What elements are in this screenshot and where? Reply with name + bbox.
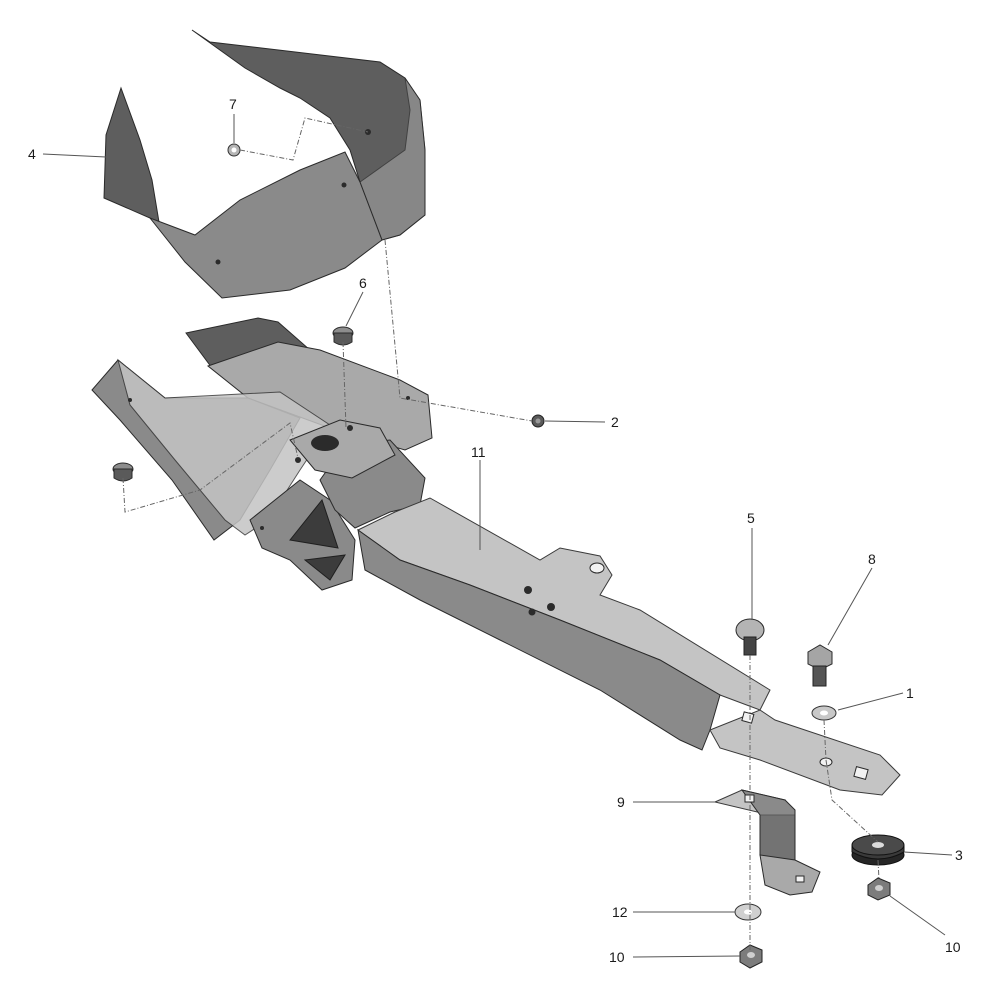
callout-10-bottom: 10 (609, 949, 625, 965)
callout-7: 7 (229, 96, 237, 112)
part-8-hex-bolt (807, 644, 833, 687)
part-11-main-frame (91, 317, 901, 796)
part-6-plug-upper (332, 326, 354, 346)
callout-8: 8 (868, 551, 876, 567)
callout-5: 5 (747, 510, 755, 526)
callout-2: 2 (611, 414, 619, 430)
callout-4: 4 (28, 146, 36, 162)
assembly-lines (122, 117, 880, 950)
part-2-nut (531, 414, 545, 428)
callout-labels: 4 7 6 2 11 5 8 1 3 9 12 10 10 (28, 96, 963, 965)
part-6-plug-lower (112, 462, 134, 482)
part-10-nut-right (867, 877, 891, 901)
part-12-washer (734, 903, 762, 921)
callout-1: 1 (906, 685, 914, 701)
part-4-deflector-shield (103, 29, 426, 299)
callout-12: 12 (612, 904, 628, 920)
part-10-nut-bottom (739, 944, 763, 969)
part-3-rubber-spacer (851, 834, 905, 866)
leader-lines (42, 114, 953, 958)
callout-9: 9 (617, 794, 625, 810)
part-5-carriage-bolt (735, 618, 765, 656)
callout-11: 11 (471, 444, 486, 460)
callout-3: 3 (955, 847, 963, 863)
part-7-washer (227, 143, 241, 157)
callout-10-right: 10 (945, 939, 961, 955)
callout-6: 6 (359, 275, 367, 291)
part-9-z-bracket (713, 789, 821, 896)
part-1-washer (811, 705, 837, 721)
